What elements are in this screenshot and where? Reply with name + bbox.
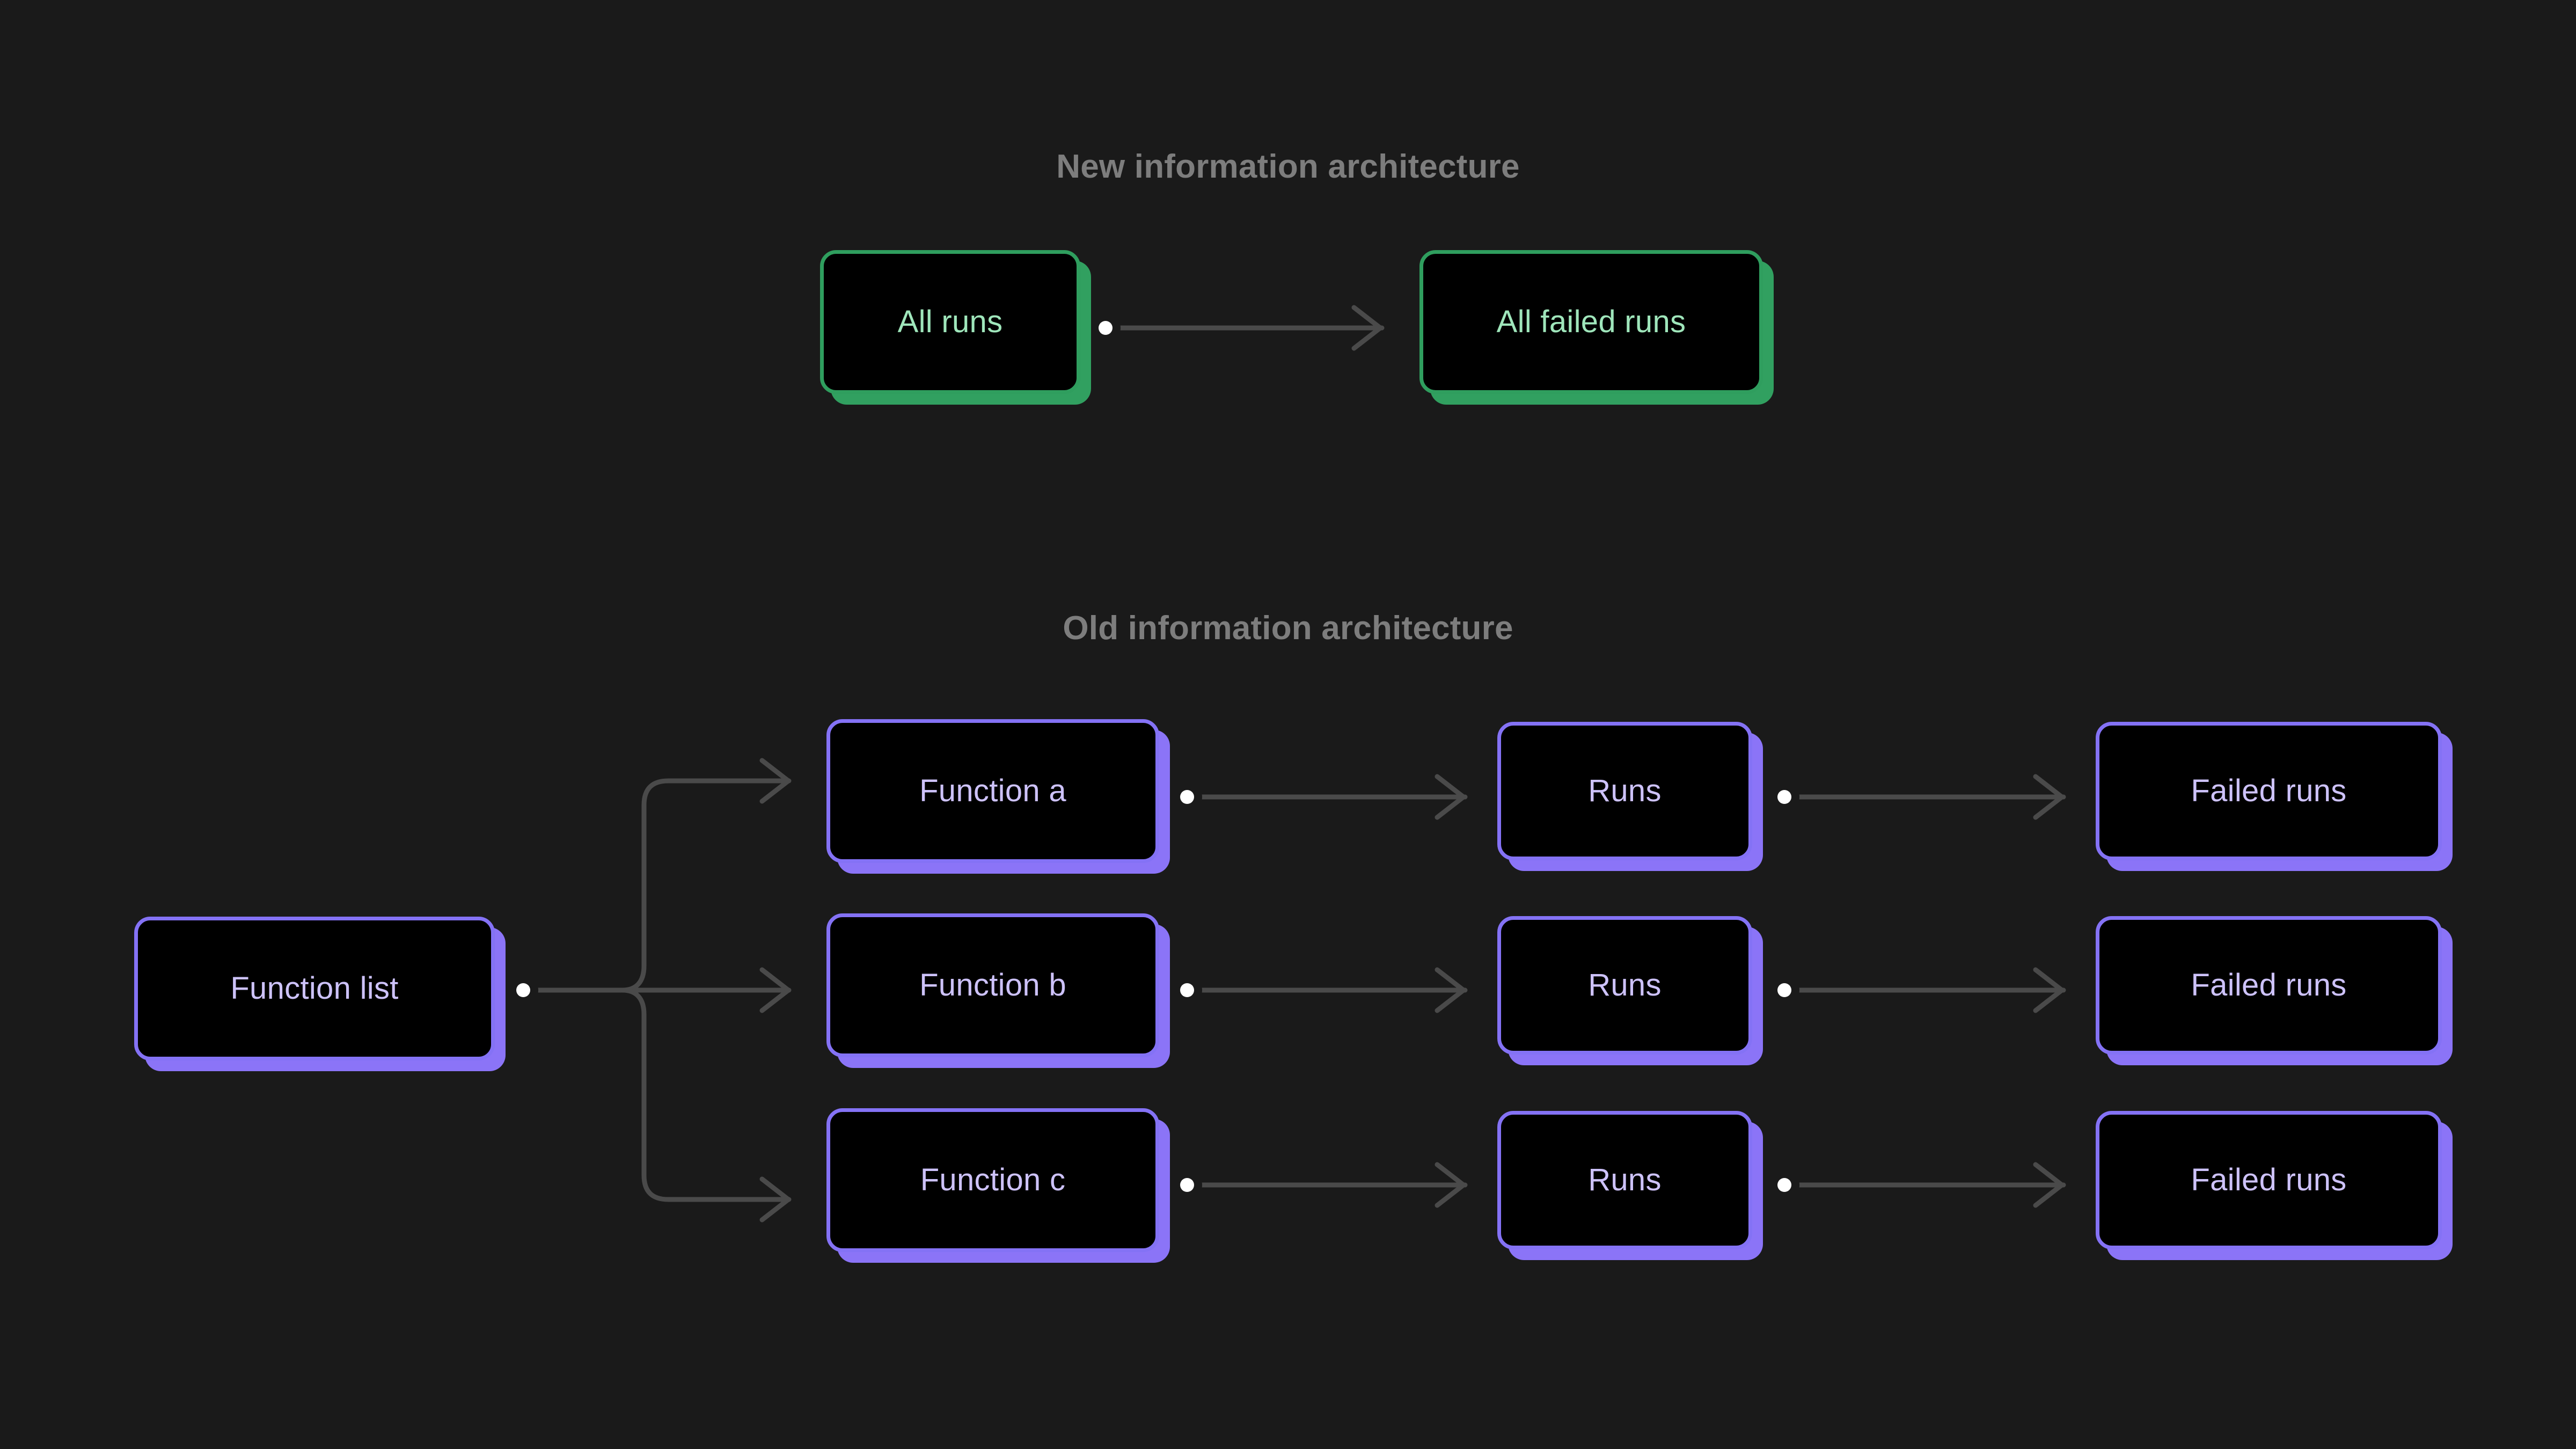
function-list-label: Function list <box>230 971 399 1006</box>
edge-function-c-to-runs-c <box>1172 1162 1468 1208</box>
edge-runs-b-to-failed-runs-b <box>1769 967 2066 1013</box>
failed-runs-c-label: Failed runs <box>2191 1162 2347 1197</box>
node-function-b[interactable]: Function b <box>826 913 1159 1057</box>
function-c-label: Function c <box>920 1162 1066 1197</box>
edge-runs-a-to-failed-runs-a <box>1769 774 2066 820</box>
runs-a-label: Runs <box>1588 773 1662 808</box>
node-failed-runs-c[interactable]: Failed runs <box>2096 1111 2442 1249</box>
all-failed-runs-label: All failed runs <box>1496 304 1686 339</box>
failed-runs-a-label: Failed runs <box>2191 773 2347 808</box>
all-runs-label: All runs <box>897 304 1003 339</box>
old-architecture-title: Old information architecture <box>1063 610 1513 647</box>
node-runs-c[interactable]: Runs <box>1497 1111 1752 1249</box>
runs-b-label: Runs <box>1588 968 1662 1002</box>
function-a-label: Function a <box>919 773 1066 808</box>
runs-c-label: Runs <box>1588 1162 1662 1197</box>
function-b-label: Function b <box>919 968 1066 1002</box>
node-runs-a[interactable]: Runs <box>1497 722 1752 860</box>
node-failed-runs-a[interactable]: Failed runs <box>2096 722 2442 860</box>
node-failed-runs-b[interactable]: Failed runs <box>2096 916 2442 1055</box>
failed-runs-b-label: Failed runs <box>2191 968 2347 1002</box>
node-function-a[interactable]: Function a <box>826 719 1159 863</box>
node-function-list[interactable]: Function list <box>134 917 495 1060</box>
edge-function-list-branch <box>508 758 792 1223</box>
node-function-c[interactable]: Function c <box>826 1108 1159 1252</box>
edge-function-b-to-runs-b <box>1172 967 1468 1013</box>
edge-function-a-to-runs-a <box>1172 774 1468 820</box>
node-all-failed-runs[interactable]: All failed runs <box>1419 250 1763 394</box>
node-all-runs[interactable]: All runs <box>820 250 1080 394</box>
edge-all-runs-to-all-failed-runs <box>1091 305 1385 351</box>
edge-runs-c-to-failed-runs-c <box>1769 1162 2066 1208</box>
node-runs-b[interactable]: Runs <box>1497 916 1752 1055</box>
new-architecture-title: New information architecture <box>1056 148 1520 185</box>
